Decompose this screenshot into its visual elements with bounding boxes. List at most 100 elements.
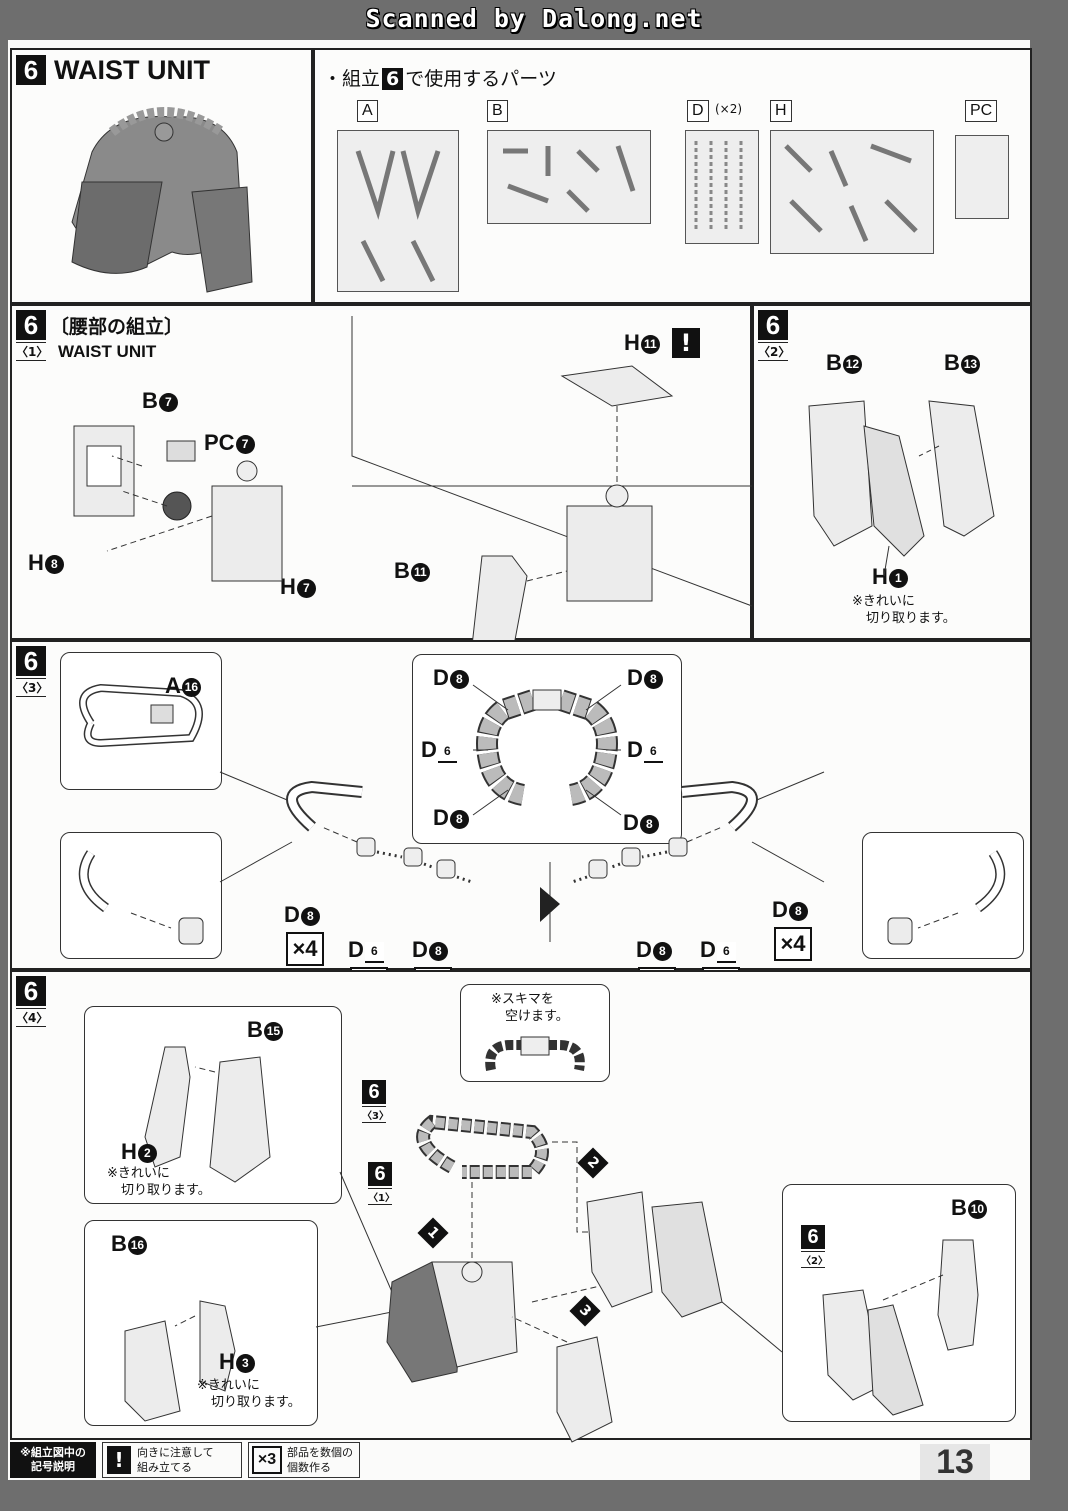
cut-note-line-1: ※きれいに xyxy=(852,594,915,609)
step-substep: 〈2〉 xyxy=(758,342,790,361)
parts-heading-tail: で使用するパーツ xyxy=(405,68,557,90)
step-number: 6 xyxy=(758,310,788,340)
runner-h xyxy=(770,130,934,254)
runner-b xyxy=(487,130,651,224)
runner-a xyxy=(337,130,459,292)
inset-sleeve-left xyxy=(60,832,222,959)
cut-note-line-2: 切り取ります。 xyxy=(866,611,956,626)
waist-unit-illustration xyxy=(71,107,253,293)
legend-heading-line-2: 記号説明 xyxy=(31,1460,75,1473)
step-number: 6 xyxy=(16,976,46,1006)
step-4-assembly xyxy=(315,1114,783,1443)
caution-icon: ! xyxy=(672,328,700,358)
step-substep: 〈1〉 xyxy=(16,342,48,361)
left-count-1-mult: ×4 xyxy=(286,932,324,966)
ref-step-3-sub: 〈3〉 xyxy=(362,1106,389,1123)
cut-note-line-1: ※きれいに xyxy=(107,1166,170,1181)
multiple-text-line-1: 部品を数個の xyxy=(287,1446,353,1459)
gap-note-line-2: 空けます。 xyxy=(505,1009,569,1024)
cut-note: ※きれいに 切り取ります。 xyxy=(852,593,956,627)
step-number: 6 xyxy=(16,646,46,676)
runner-label-b: B xyxy=(487,100,508,122)
step-title-en: WAIST UNIT xyxy=(58,342,157,361)
ref-step-2-sub: 〈2〉 xyxy=(801,1251,828,1268)
runner-label-a: A xyxy=(357,100,378,122)
caution-icon: ! xyxy=(107,1446,131,1474)
step-number: 6 xyxy=(16,310,46,340)
legend-multiple: ×3 部品を数個の 個数作る xyxy=(248,1442,360,1478)
parts-heading-step: 6 xyxy=(382,68,404,90)
multiple-icon: ×3 xyxy=(252,1446,282,1474)
step-substep: 〈3〉 xyxy=(16,678,48,697)
legend-heading-line-1: ※組立図中の xyxy=(20,1446,86,1459)
legend-heading: ※組立図中の 記号説明 xyxy=(10,1442,96,1478)
runner-label-pc: PC xyxy=(965,100,998,122)
step-title-jp: 〔腰部の組立〕 xyxy=(50,316,184,338)
ref-step-3: 6 xyxy=(362,1080,386,1104)
caution-text-line-2: 組み立てる xyxy=(137,1461,192,1474)
inset-sleeve-right xyxy=(862,832,1024,959)
runner-d-quantity: (×2) xyxy=(715,102,743,116)
waist-unit-header-panel: 6 WAIST UNIT xyxy=(10,48,313,304)
caution-text: 向きに注意して 組み立てる xyxy=(137,1445,214,1475)
ref-step-2: 6 xyxy=(801,1225,825,1249)
scan-credit: Scanned by Dalong.net xyxy=(365,4,703,33)
gap-note-line-1: ※スキマを xyxy=(491,992,554,1007)
cut-note-h2: ※きれいに 切り取ります。 xyxy=(107,1165,211,1199)
ref-step-1: 6 xyxy=(368,1162,392,1186)
runner-d xyxy=(685,130,759,244)
ref-step-1-sub: 〈1〉 xyxy=(368,1188,395,1205)
step-3-assembly xyxy=(219,771,825,942)
caution-text-line-1: 向きに注意して xyxy=(137,1446,214,1459)
inset-gap-note: ※スキマを 空けます。 xyxy=(460,984,610,1082)
legend: ※組立図中の 記号説明 ! 向きに注意して 組み立てる ×3 部品を数個の 個数… xyxy=(10,1442,360,1478)
step-1-diagram xyxy=(73,316,753,657)
multiple-text-line-2: 個数作る xyxy=(287,1461,331,1474)
gap-note: ※スキマを 空けます。 xyxy=(491,991,569,1025)
page-title: WAIST UNIT xyxy=(54,55,210,85)
legend-caution: ! 向きに注意して 組み立てる xyxy=(102,1442,242,1478)
runner-label-d: D xyxy=(687,100,709,122)
step-substep: 〈4〉 xyxy=(16,1008,48,1027)
runner-label-h: H xyxy=(770,100,792,122)
step-2-diagram xyxy=(808,400,995,577)
page-number: 13 xyxy=(920,1444,990,1480)
multiple-text: 部品を数個の 個数作る xyxy=(287,1445,353,1475)
cut-note-h3: ※きれいに 切り取ります。 xyxy=(197,1377,301,1411)
